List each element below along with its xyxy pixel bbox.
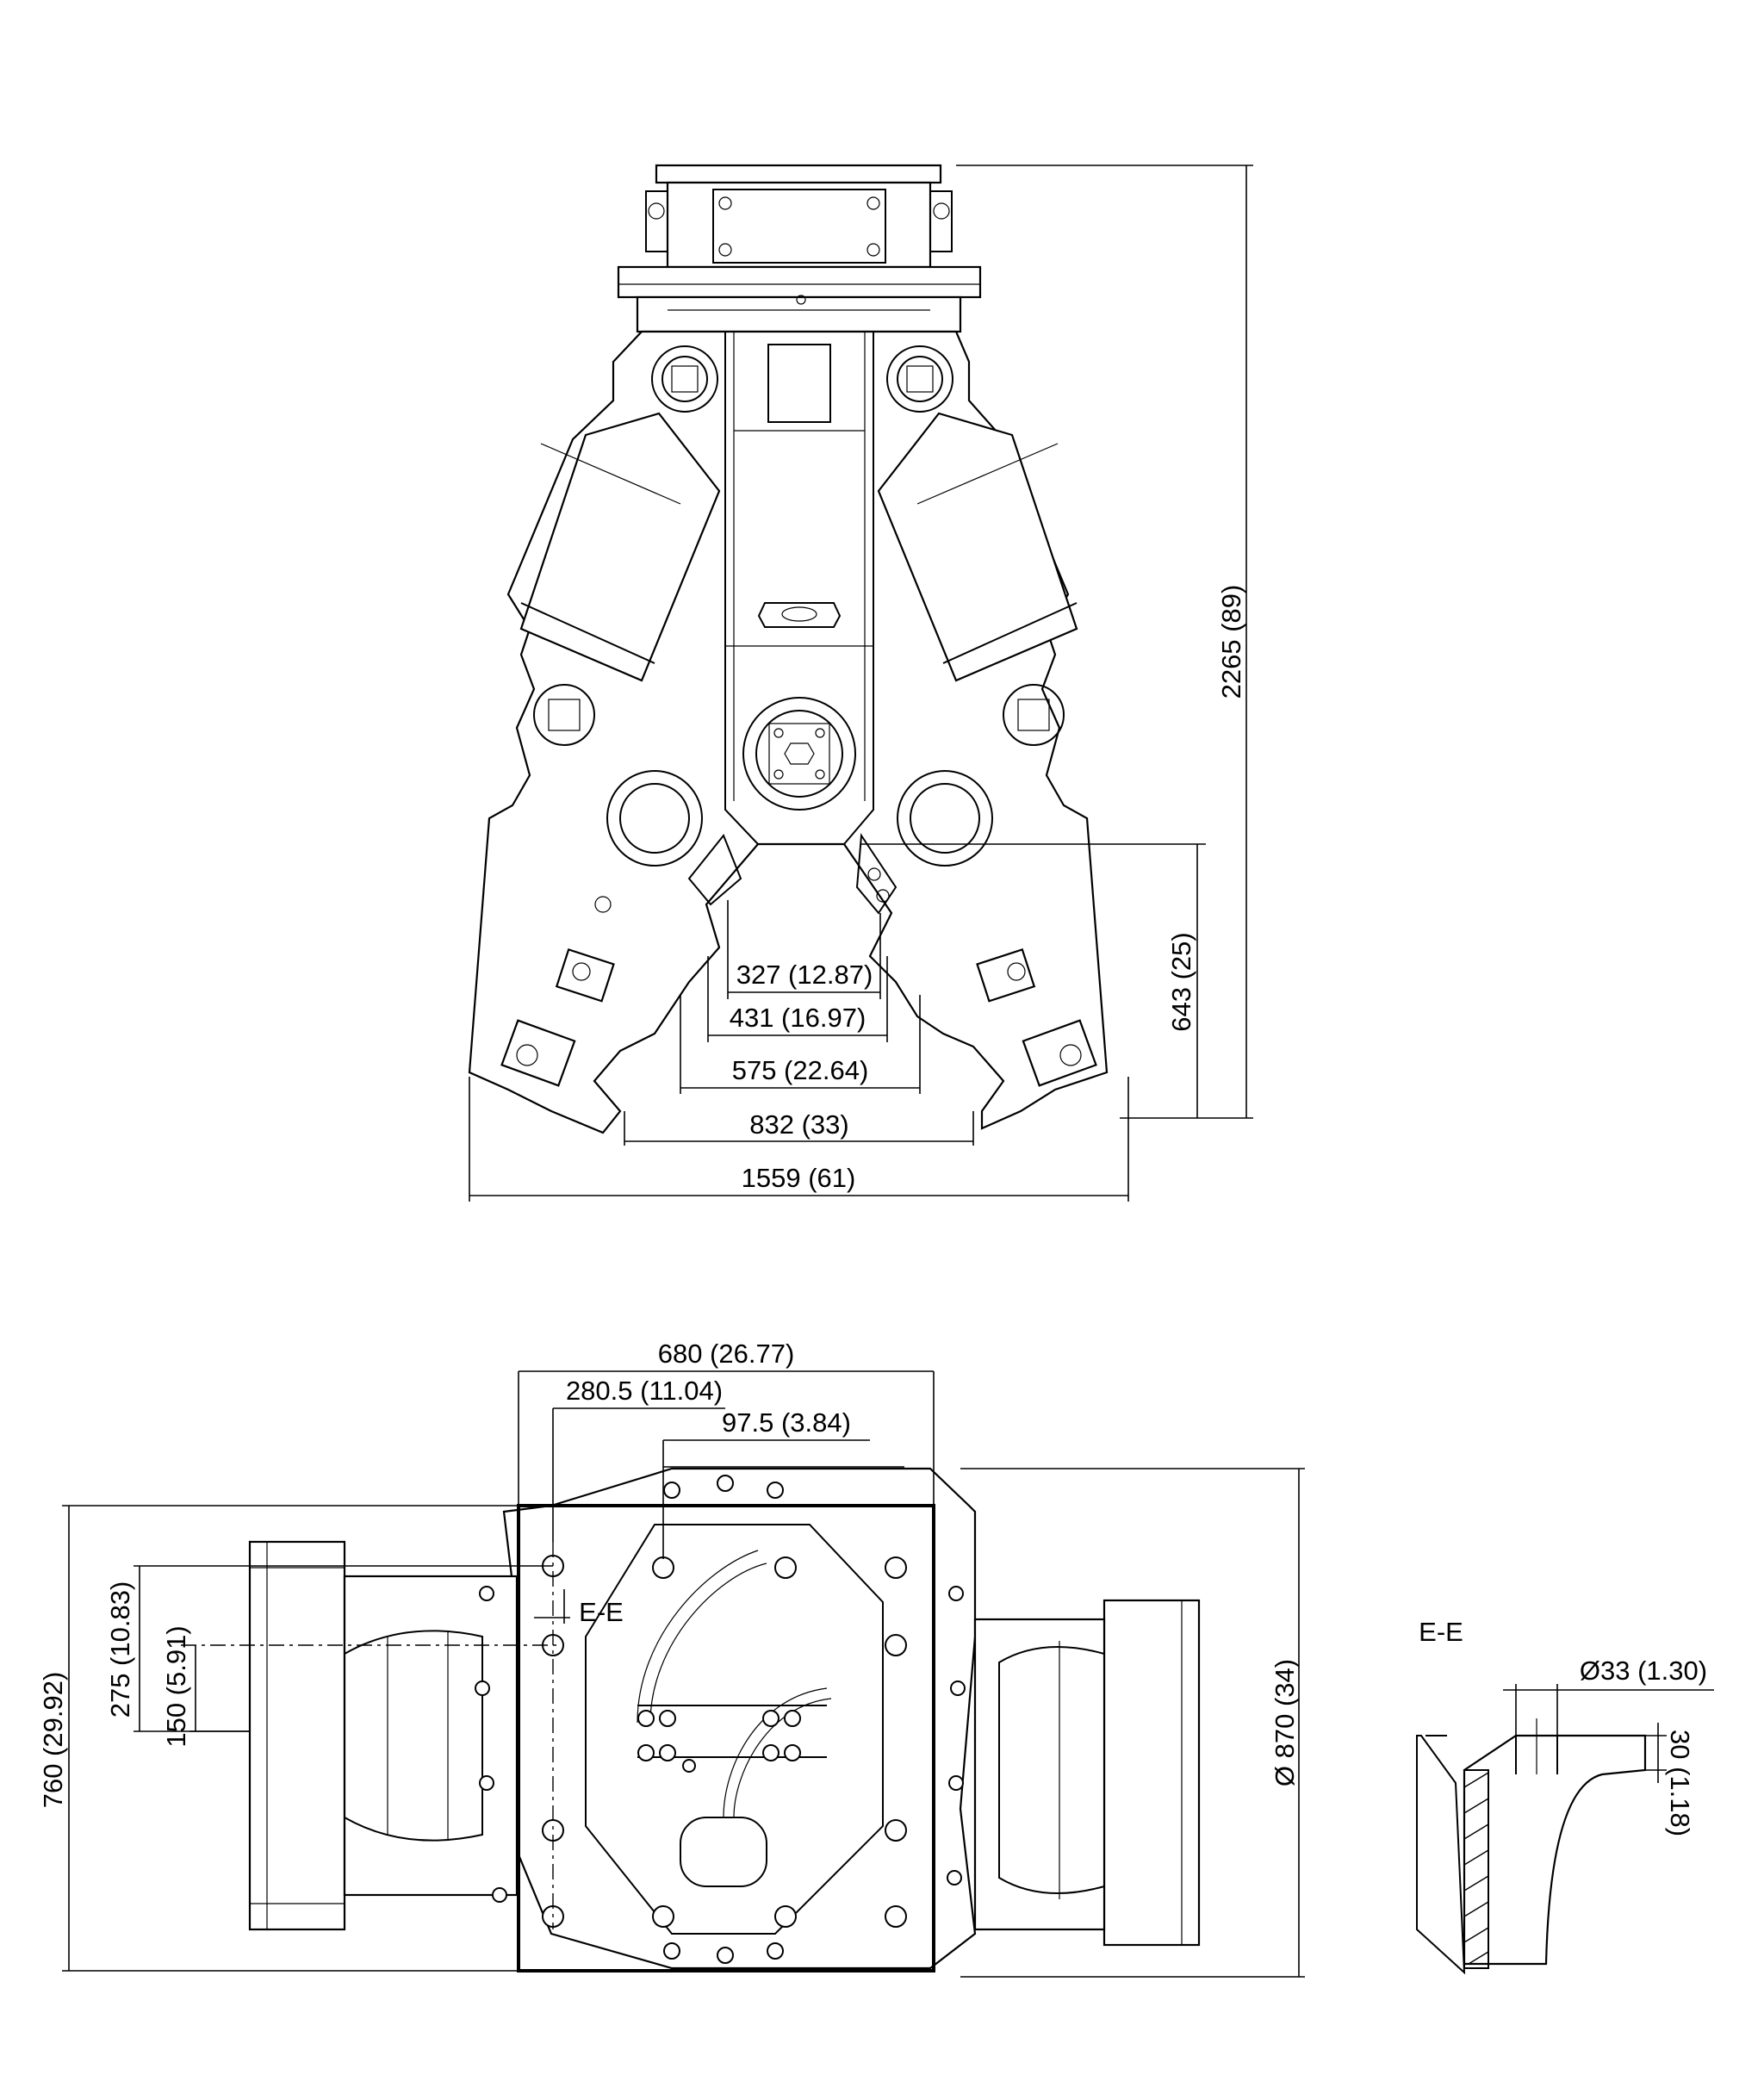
pivot-lugs: [651, 345, 953, 413]
dim-327-label: 327 (12.87): [736, 960, 873, 990]
manifold: [585, 1524, 884, 1935]
dim-150-label: 150 (5.91): [161, 1625, 191, 1747]
front-view: 2265 (89) 643 (25) 327 (12.87) 431 (16.9…: [468, 164, 1253, 1202]
top-view: 680 (26.77) 280.5 (11.04) 97.5 (3.84) E-…: [38, 1339, 1305, 1978]
dim-575-label: 575 (22.64): [732, 1055, 869, 1085]
section-view: E-E Ø33 (1.30) 30 (1.18): [1416, 1617, 1714, 1975]
dim-431-label: 431 (16.97): [730, 1003, 866, 1033]
hydraulic-cylinders: [519, 412, 1078, 746]
plate-holes: [475, 1475, 966, 1964]
dim-height-label: 2265 (89): [1216, 585, 1246, 699]
mounting-plate: [617, 164, 982, 333]
jaw-blocks: [500, 833, 1097, 1087]
dim-bore-label: Ø33 (1.30): [1580, 1656, 1707, 1686]
dim-760-label: 760 (29.92): [38, 1672, 68, 1809]
dim-870-label: Ø 870 (34): [1270, 1659, 1300, 1786]
top-dimensions: [62, 1370, 1305, 1978]
dim-832-label: 832 (33): [749, 1109, 848, 1140]
jaw-arms: [248, 1540, 1201, 1947]
rotator-base: [498, 1467, 977, 1970]
front-dimensions: [469, 165, 1253, 1202]
dim-depth-label: 30 (1.18): [1665, 1730, 1695, 1836]
dim-97-label: 97.5 (3.84): [722, 1407, 851, 1438]
center-column: [724, 332, 874, 845]
dim-280-label: 280.5 (11.04): [566, 1376, 723, 1406]
section-hatch: [1463, 1772, 1489, 1965]
dim-680-label: 680 (26.77): [658, 1339, 795, 1369]
side-bores: [594, 770, 993, 913]
dim-275-label: 275 (10.83): [105, 1581, 135, 1718]
section-marker-label: E-E: [579, 1597, 624, 1627]
section-title: E-E: [1419, 1617, 1463, 1647]
dim-jaw-depth-label: 643 (25): [1166, 932, 1196, 1031]
dim-width-label: 1559 (61): [742, 1163, 856, 1193]
adapter-plate: [517, 1504, 935, 1972]
